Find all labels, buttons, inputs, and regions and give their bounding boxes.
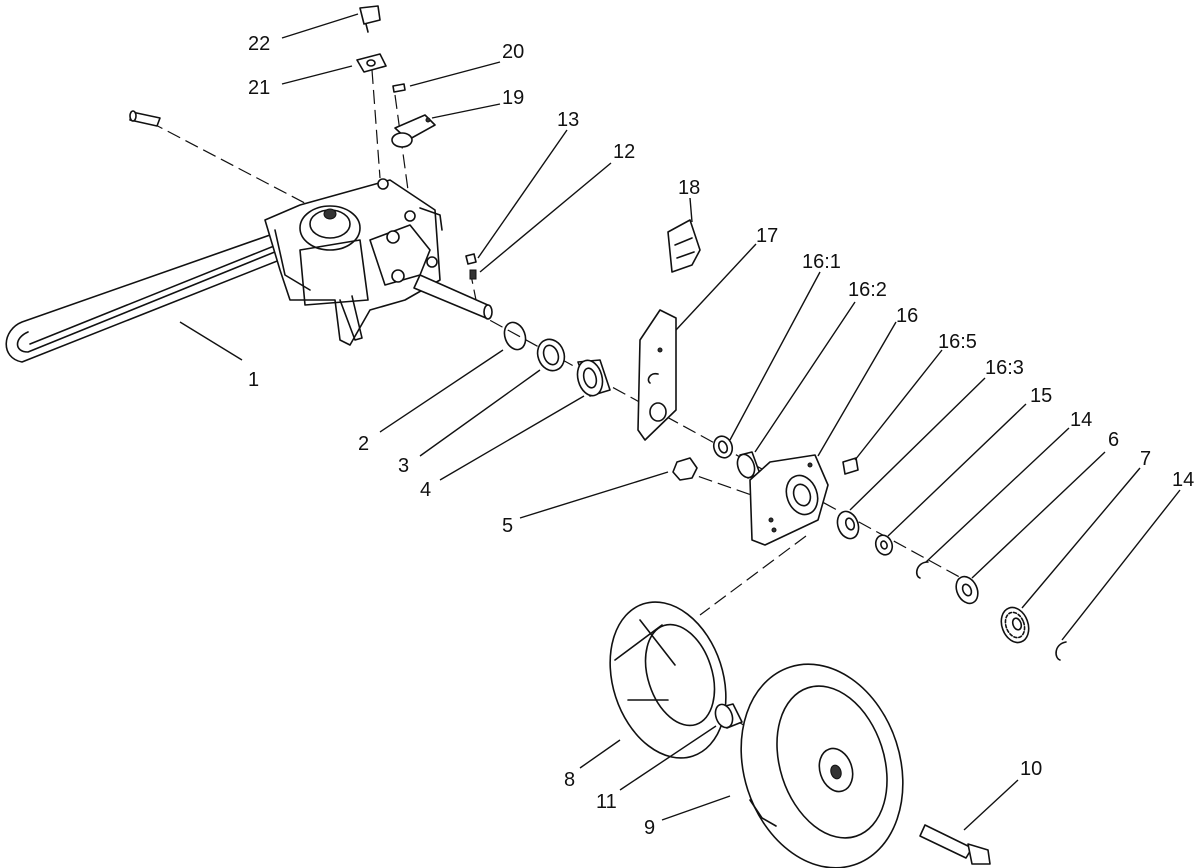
bushing-part-16-2 bbox=[736, 451, 761, 479]
wheel-bolt-part-10 bbox=[919, 824, 991, 865]
wheel-bushing-part-11 bbox=[714, 703, 743, 729]
pinion-gear-part-7 bbox=[1000, 606, 1030, 644]
callout-3: 3 bbox=[398, 455, 409, 477]
bolt-part-22 bbox=[359, 5, 381, 33]
callout-18: 18 bbox=[678, 177, 700, 199]
drive-belt bbox=[5, 227, 301, 363]
wheel-guard-part-8 bbox=[609, 601, 727, 759]
callout-11: 11 bbox=[596, 791, 617, 813]
washer-part-21 bbox=[356, 53, 387, 73]
callout-16-2: 16:2 bbox=[848, 279, 887, 301]
callout-16: 16 bbox=[896, 305, 918, 327]
setscrew-part-12 bbox=[469, 269, 477, 280]
callout-20: 20 bbox=[502, 41, 524, 63]
callout-22: 22 bbox=[248, 33, 270, 55]
bushing-part-4 bbox=[576, 359, 611, 397]
callout-14b: 14 bbox=[1172, 469, 1194, 491]
stud-part-16-5 bbox=[842, 457, 859, 475]
axle-shaft bbox=[413, 274, 493, 320]
spacer-part-16-3 bbox=[836, 510, 860, 540]
retaining-ring-part-2 bbox=[503, 321, 527, 351]
callout-9: 9 bbox=[644, 817, 655, 839]
callout-16-1: 16:1 bbox=[802, 251, 841, 273]
transmission-assembly bbox=[264, 178, 443, 346]
e-clip-part-14b bbox=[1055, 641, 1067, 661]
washer-part-3 bbox=[536, 338, 566, 372]
callout-labels: 22 21 20 19 13 12 18 17 16:1 16:2 16 16:… bbox=[248, 33, 1194, 839]
pin-part-20 bbox=[392, 83, 406, 93]
callout-1: 1 bbox=[248, 369, 259, 391]
e-clip-part-14a bbox=[915, 561, 929, 579]
callout-4: 4 bbox=[420, 479, 431, 501]
callout-5: 5 bbox=[502, 515, 513, 537]
drive-shaft-end bbox=[129, 110, 161, 127]
callout-15: 15 bbox=[1030, 385, 1052, 407]
callout-6: 6 bbox=[1108, 429, 1119, 451]
lever-part-19 bbox=[391, 114, 436, 148]
clip-part-18 bbox=[667, 219, 701, 273]
callout-16-3: 16:3 bbox=[985, 357, 1024, 379]
callout-16-5: 16:5 bbox=[938, 331, 977, 353]
seal-part-16-1 bbox=[712, 435, 734, 459]
wheel-part-9 bbox=[740, 663, 904, 868]
assembly-axes bbox=[149, 69, 966, 776]
callout-17: 17 bbox=[756, 225, 778, 247]
washer-part-15 bbox=[874, 534, 894, 556]
callout-2: 2 bbox=[358, 433, 369, 455]
callout-8: 8 bbox=[564, 769, 575, 791]
callout-7: 7 bbox=[1140, 448, 1151, 470]
key-part-13 bbox=[465, 253, 477, 265]
washer-part-6 bbox=[955, 575, 979, 605]
leader-lines bbox=[179, 13, 1181, 831]
callout-10: 10 bbox=[1020, 758, 1042, 780]
height-adjust-bracket-part-16 bbox=[749, 454, 829, 546]
callout-14a: 14 bbox=[1070, 409, 1092, 431]
bracket-plate-part-17 bbox=[637, 309, 677, 441]
callout-19: 19 bbox=[502, 87, 524, 109]
callout-13: 13 bbox=[557, 109, 579, 131]
callout-12: 12 bbox=[613, 141, 635, 163]
nut-part-5 bbox=[672, 457, 698, 481]
callout-21: 21 bbox=[248, 77, 270, 99]
